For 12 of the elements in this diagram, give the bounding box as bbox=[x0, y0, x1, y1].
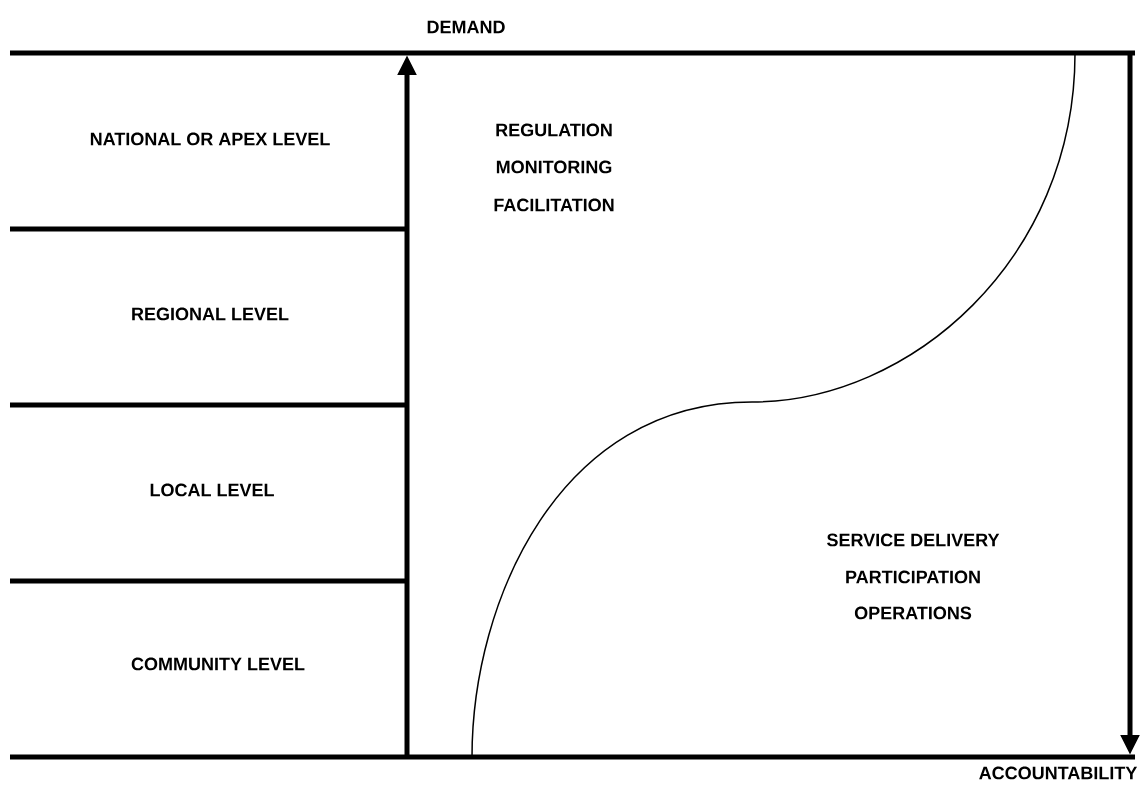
region-label: FACILITATION bbox=[494, 198, 614, 212]
region-label: PARTICIPATION bbox=[846, 570, 980, 584]
region-label: REGULATION bbox=[496, 123, 612, 137]
region-label: SERVICE DELIVERY bbox=[827, 533, 1000, 547]
region-label: OPERATIONS bbox=[854, 606, 972, 620]
level-label: LOCAL LEVEL bbox=[150, 483, 274, 497]
level-label: COMMUNITY LEVEL bbox=[131, 657, 305, 671]
level-label: REGIONAL LEVEL bbox=[132, 307, 289, 321]
region-label: MONITORING bbox=[496, 160, 612, 174]
level-label: NATIONAL OR APEX LEVEL bbox=[90, 132, 330, 146]
axis-label: ACCOUNTABILITY bbox=[979, 766, 1138, 780]
axis-label: DEMAND bbox=[427, 20, 505, 34]
